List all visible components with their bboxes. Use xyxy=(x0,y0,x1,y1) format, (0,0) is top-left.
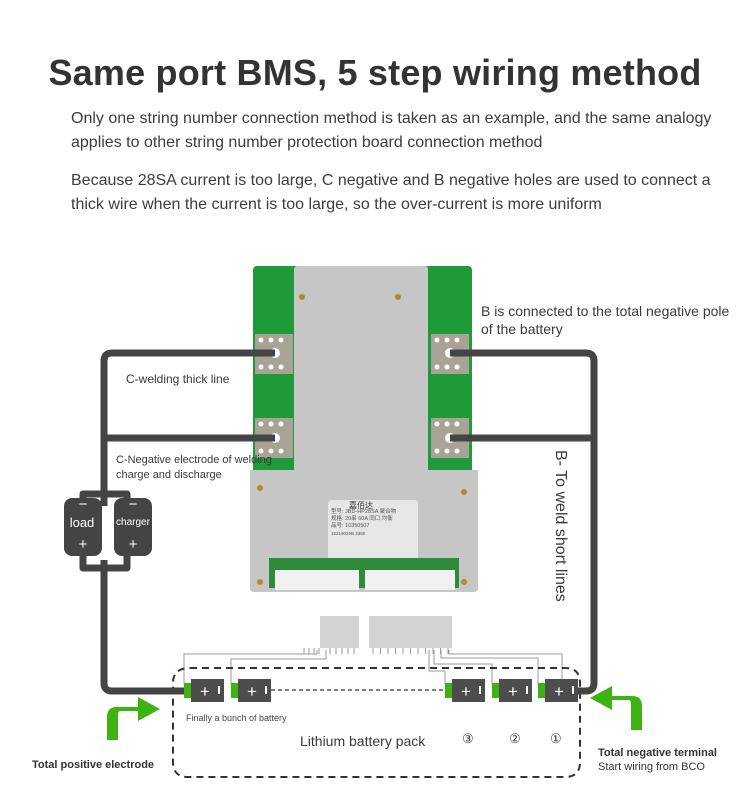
cell-minus-mark xyxy=(265,686,267,694)
charger-plus-sign: + xyxy=(128,536,138,553)
sticker-model: 型号: JBD-HP28SA 聚合物 xyxy=(331,509,397,515)
cell-minus-mark xyxy=(218,686,220,694)
screw xyxy=(461,489,467,495)
cell-number-2: ② xyxy=(509,731,521,746)
cell-plus-sign: + xyxy=(200,682,210,701)
intro-paragraph: Only one string number connection method… xyxy=(71,110,712,151)
sticker-brand: 嘉佰达 xyxy=(349,501,373,510)
cell-plus-sign: + xyxy=(508,682,518,701)
screw xyxy=(257,485,263,491)
thick-wires xyxy=(79,349,598,695)
charger-label: charger xyxy=(116,517,150,528)
cell-body xyxy=(191,679,224,702)
heatsink xyxy=(250,266,478,592)
battery-cells: + + + + + xyxy=(184,679,578,702)
battery-cell: + xyxy=(538,679,578,702)
positive-terminal xyxy=(538,683,545,698)
positive-terminal xyxy=(231,683,238,698)
board-connector-left xyxy=(275,570,359,590)
cell-plus-sign: + xyxy=(554,682,564,701)
cell-body xyxy=(452,679,485,702)
battery-cell: + xyxy=(184,679,224,702)
screw xyxy=(299,294,305,300)
cell-minus-mark xyxy=(526,686,528,694)
positive-terminal xyxy=(184,683,191,698)
charger-minus-sign: − xyxy=(128,496,138,513)
cell-plus-sign: + xyxy=(461,682,471,701)
screw xyxy=(257,579,263,585)
total-negative-label: Total negative terminal xyxy=(598,747,717,759)
negative-arrow-icon xyxy=(590,686,642,730)
cell-body xyxy=(499,679,532,702)
cell-number-1: ① xyxy=(550,731,562,746)
b-weld-short-label: B- To weld short lines xyxy=(552,450,569,602)
sticker-serial: 品号: 10350507 xyxy=(331,523,370,529)
screw xyxy=(461,579,467,585)
cell-minus-mark xyxy=(479,686,481,694)
total-positive-label: Total positive electrode xyxy=(32,759,155,771)
load-label: load xyxy=(69,515,95,530)
battery-pack-label: Lithium battery pack xyxy=(300,733,426,749)
load-minus-sign: − xyxy=(78,496,88,513)
board-sticker xyxy=(328,500,418,562)
start-wiring-label: Start wiring from BCO xyxy=(598,761,705,773)
cell-body xyxy=(238,679,271,702)
positive-terminal xyxy=(445,683,452,698)
cell-body xyxy=(545,679,578,702)
positive-arrow-icon xyxy=(107,697,160,740)
board-connector-right xyxy=(365,570,455,590)
battery-cell: + xyxy=(492,679,532,702)
battery-pack-boundary xyxy=(172,667,581,778)
c-welding-label: C-welding thick line xyxy=(126,372,230,386)
sticker-spec: 规格: 20串 60A 同口 均衡 xyxy=(331,516,393,522)
cell-number-3: ③ xyxy=(462,731,474,746)
current-note-paragraph: Because 28SA current is too large, C neg… xyxy=(71,172,711,213)
load-device xyxy=(64,498,102,556)
cell-plus-sign: + xyxy=(247,682,257,701)
balance-plug-left xyxy=(320,616,359,648)
sticker-barcode: 15219029B 3380 xyxy=(331,531,366,536)
b-connected-label: B is connected to the total negative pol… xyxy=(481,303,730,337)
c-negative-label: C-Negative electrode of welding charge a… xyxy=(116,454,272,481)
battery-cell: + xyxy=(231,679,271,702)
load-plus-sign: + xyxy=(78,536,88,553)
screw xyxy=(395,294,401,300)
page-title: Same port BMS, 5 step wiring method xyxy=(48,52,702,93)
charger-device xyxy=(114,498,152,556)
finally-bunch-label: Finally a bunch of battery xyxy=(186,713,287,723)
balance-plug-right xyxy=(369,616,452,648)
positive-terminal xyxy=(492,683,499,698)
battery-cell: + xyxy=(445,679,485,702)
sticker-text: 嘉佰达 型号: JBD-HP28SA 聚合物 规格: 20串 60A 同口 均衡… xyxy=(331,502,415,560)
cell-minus-mark xyxy=(572,686,574,694)
